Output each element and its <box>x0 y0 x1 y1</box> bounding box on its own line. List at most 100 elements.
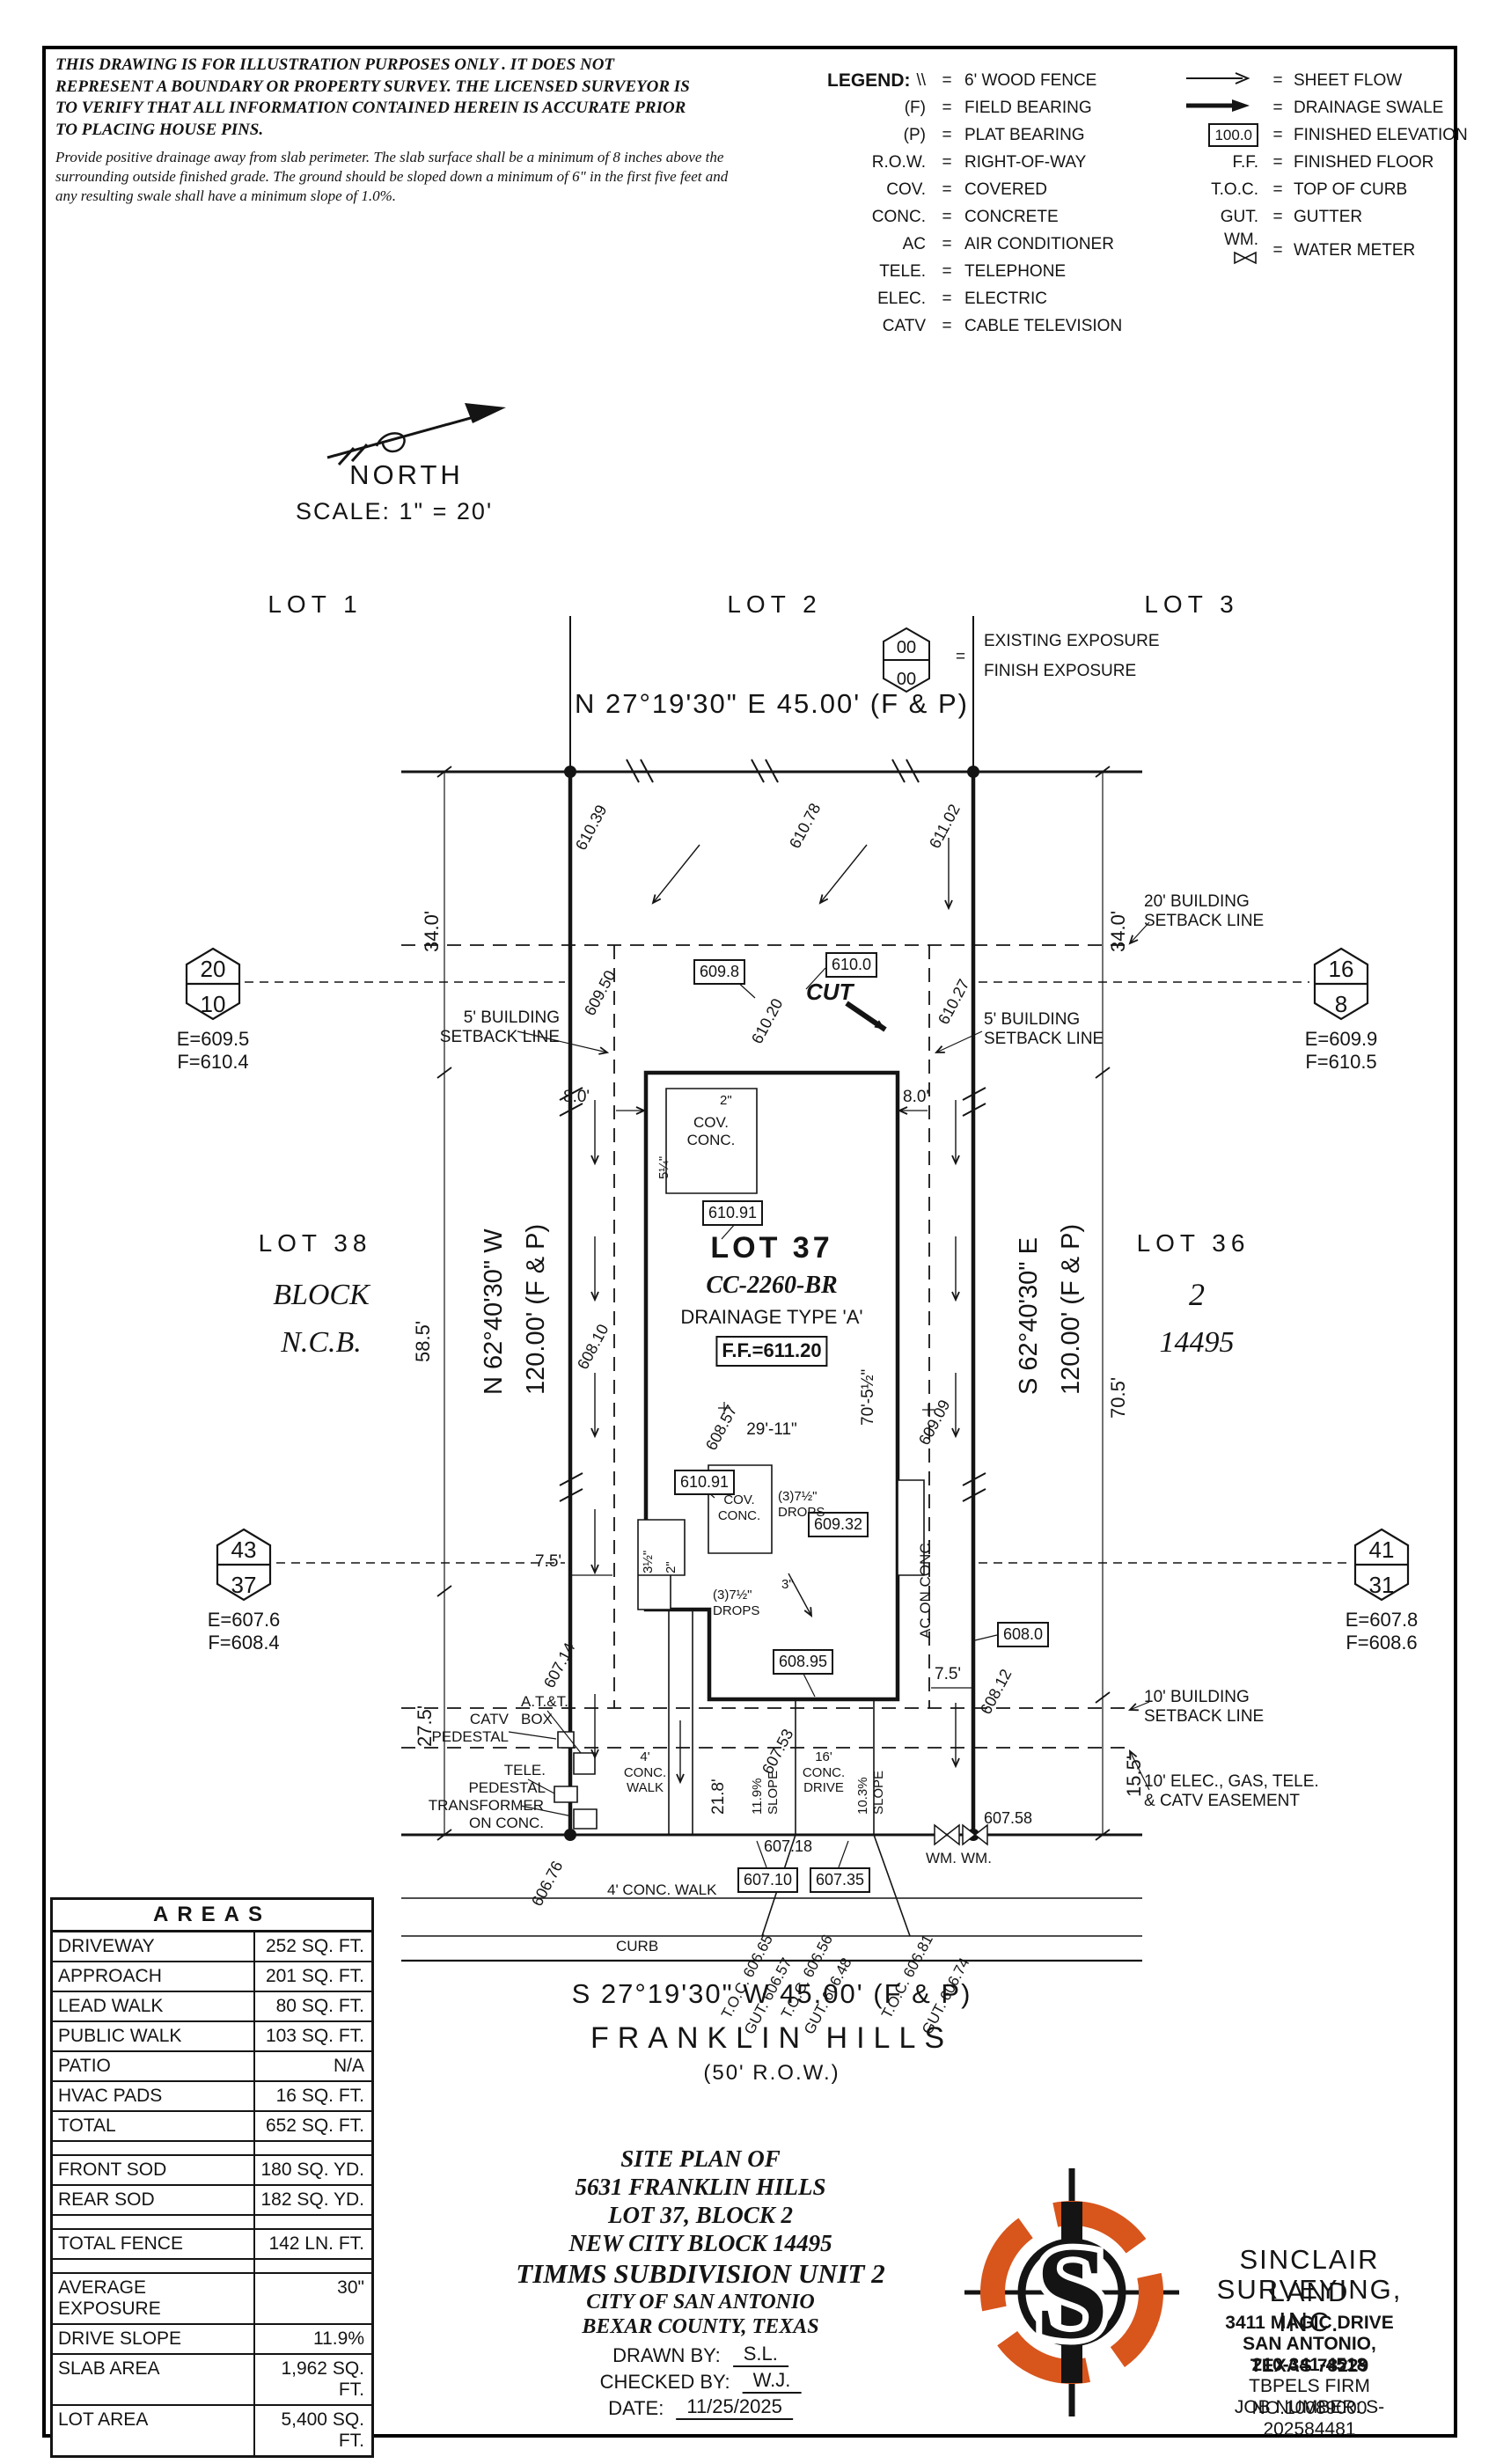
transformer-label: TRANSFORMER ON CONC. <box>428 1797 544 1832</box>
boxed-elev-610-91a: 610.91 <box>702 1200 764 1227</box>
legend-item-plat-bearing: (P)=PLAT BEARING <box>903 125 1085 144</box>
company-name-line-2: SURVEYING, INC. <box>1216 2274 1403 2337</box>
legend-item-ac: AC=AIR CONDITIONER <box>902 234 1114 253</box>
legend-item-exposure: 00 00 <box>880 627 933 698</box>
property-boundary <box>568 772 976 1835</box>
easement-label: 10' ELEC., GAS, TELE. & CATV EASEMENT <box>1144 1772 1319 1811</box>
water-meter-icon <box>934 1823 988 1846</box>
dim-29-11: 29'-11" <box>746 1420 797 1439</box>
boxed-elev-607-35: 607.35 <box>810 1867 871 1894</box>
block-number: 2 <box>1189 1277 1205 1312</box>
north-label: NORTH <box>349 459 464 490</box>
dim-70-5: 70.5' <box>1107 1376 1129 1419</box>
exposure-se-finish: F=608.6 <box>1346 1632 1418 1654</box>
utility-boxes <box>554 1731 598 1830</box>
exposure-ne-top: 16 <box>1329 956 1354 982</box>
disclaimer-paragraph-1: THIS DRAWING IS FOR ILLUSTRATION PURPOSE… <box>55 55 690 140</box>
legend-item-electric: ELEC.=ELECTRIC <box>877 289 1047 308</box>
setback-20-label: 20' BUILDING SETBACK LINE <box>1144 892 1265 931</box>
dim-34-left: 34.0' <box>421 910 443 952</box>
dim-21-8: 21.8' <box>709 1778 728 1815</box>
legend-item-catv: CATV=CABLE TELEVISION <box>882 316 1123 335</box>
exposure-sw-existing: E=607.6 <box>207 1609 281 1631</box>
drawn-by-row: DRAWN BY:S.L. <box>612 2343 788 2367</box>
legend-item-concrete: CONC.=CONCRETE <box>871 207 1059 226</box>
exposure-nw-existing: E=609.5 <box>176 1028 250 1050</box>
boxed-elev-609-32: 609.32 <box>808 1512 869 1538</box>
lot-2-label: LOT 2 <box>727 590 822 618</box>
company-firm-number: TBPELS FIRM NO.10089000 <box>1249 2376 1370 2418</box>
svg-text:00: 00 <box>897 638 916 657</box>
bearing-west-length: 120.00' (F & P) <box>522 1223 550 1395</box>
lot-38-label: LOT 38 <box>258 1229 372 1257</box>
legend-item-top-of-curb: T.O.C.=TOP OF CURB <box>1211 180 1408 199</box>
exposure-se-top: 41 <box>1369 1536 1395 1563</box>
telephone-pedestal-label: TELE. PEDESTAL <box>468 1762 546 1797</box>
exposure-se-bottom: 31 <box>1369 1572 1395 1598</box>
title-county: BEXAR COUNTY, TEXAS <box>582 2315 819 2338</box>
dim-3-half: 3½" <box>641 1550 656 1573</box>
table-spacer-row <box>53 2142 371 2156</box>
block-word: BLOCK <box>273 1279 370 1311</box>
house-outline <box>637 1070 925 1702</box>
dim-5-quarter: 5¼" <box>656 1155 671 1179</box>
exposure-sw-finish: F=608.4 <box>208 1632 280 1654</box>
legend-exposure-label-existing: EXISTING EXPOSURE <box>984 632 1160 650</box>
street-row-width: (50' R.O.W.) <box>703 2061 840 2085</box>
lot-divider-lines <box>569 616 974 768</box>
lot-37-label: LOT 37 <box>710 1231 833 1265</box>
plan-model-label: CC-2260-BR <box>706 1272 838 1299</box>
legend-title: LEGEND: <box>827 70 911 91</box>
street-name: FRANKLIN HILLS <box>590 2021 954 2055</box>
lead-walk-label: 4' CONC. WALK <box>623 1749 667 1796</box>
boxed-elev-607-10: 607.10 <box>737 1867 799 1894</box>
exposure-ne-existing: E=609.9 <box>1304 1028 1378 1050</box>
border-frame <box>42 46 1457 2438</box>
legend-item-finished-floor: F.F.=FINISHED FLOOR <box>1232 152 1434 172</box>
exposure-nw-top: 20 <box>201 956 226 982</box>
legend-item-finished-elevation: 100.0 =FINISHED ELEVATION <box>1165 121 1468 149</box>
exposure-hexagons: 20 10 16 8 43 37 41 31 <box>185 947 1410 1602</box>
svg-text:S: S <box>1035 2220 1108 2366</box>
company-logo: S S <box>964 2168 1179 2416</box>
legend-exposure-eq: = <box>956 648 966 666</box>
legend-item-covered: COV.=COVERED <box>886 180 1047 199</box>
bearing-east-direction: S 62°40'30" E <box>1015 1237 1043 1395</box>
water-meter-legend-icon <box>1234 251 1257 265</box>
dim-3in: 3" <box>781 1577 794 1592</box>
exposure-hexagon-icon: 00 00 <box>883 627 930 693</box>
wood-fence-icon: \\ <box>916 70 926 90</box>
checked-by-row: CHECKED BY:W.J. <box>600 2369 802 2394</box>
ac-on-concrete-label: AC ON CONC. <box>917 1538 934 1639</box>
north-arrow-icon <box>326 403 506 466</box>
sheet-flow-icon <box>1165 70 1262 92</box>
dimension-lines <box>436 766 1111 1841</box>
legend-item-sheet-flow: =SHEET FLOW <box>1165 67 1468 94</box>
drops-label-steps: (3)7½" DROPS <box>713 1588 760 1618</box>
bearing-east-length: 120.00' (F & P) <box>1057 1223 1085 1395</box>
covered-concrete-label-porch: COV. CONC. <box>686 1114 736 1149</box>
company-job-number: JOB NUMBER: S-202584481 <box>1234 2397 1385 2439</box>
lot-3-label: LOT 3 <box>1144 590 1239 618</box>
concrete-drive-label: 16' CONC. DRIVE <box>802 1749 846 1796</box>
legend-exposure-label-finish: FINISH EXPOSURE <box>984 662 1137 680</box>
flatwork-lines <box>401 1610 1142 1962</box>
exposure-sw-bottom: 37 <box>231 1572 257 1598</box>
sheet-flow-arrows <box>590 838 960 1785</box>
boxed-elev-609-8: 609.8 <box>693 959 746 986</box>
legend-item-row: R.O.W.=RIGHT-OF-WAY <box>871 152 1087 172</box>
bearing-south: S 27°19'30" W 45.00' (F & P) <box>571 1978 972 2009</box>
legend-column-1: \\=6' WOOD FENCE (F)=FIELD BEARING (P)=P… <box>818 67 1122 340</box>
company-address-line-2: SAN ANTONIO, TEXAS 78229 <box>1243 2334 1376 2376</box>
exposure-ne-bottom: 8 <box>1335 991 1347 1017</box>
lot-36-label: LOT 36 <box>1136 1229 1250 1257</box>
finished-floor-value: F.F.=611.20 <box>715 1336 828 1367</box>
